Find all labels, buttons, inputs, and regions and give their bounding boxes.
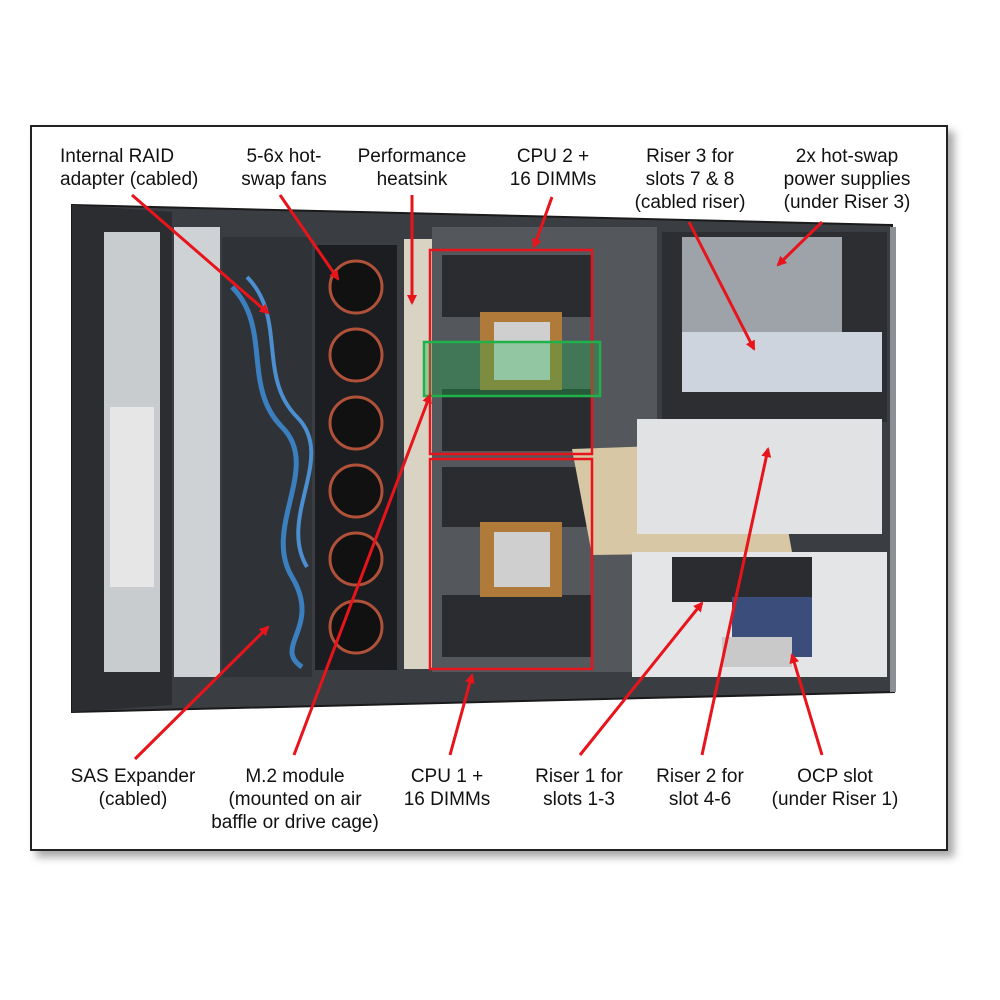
m2-highlight-box [422, 340, 602, 398]
ocp-arrow [789, 653, 824, 756]
label-sas-expander: SAS Expander(cabled) [70, 766, 196, 810]
server-photo [71, 203, 896, 714]
label-cpu2: CPU 2 +16 DIMMs [509, 146, 597, 190]
riser2-arrow [700, 447, 772, 756]
riser3-arrow [687, 221, 756, 351]
raid-arrow [131, 193, 270, 315]
psu-arrow [776, 220, 824, 267]
server-diagram [71, 193, 896, 761]
cpu2-arrow [532, 196, 554, 249]
fans-arrow [278, 194, 340, 281]
label-cpu1: CPU 1 +16 DIMMs [403, 766, 491, 810]
riser1-arrow [578, 601, 704, 756]
fan-group [328, 259, 384, 655]
cpu1-arrow [448, 673, 475, 756]
cpu2-highlight-box [428, 248, 594, 456]
sas-arrow [133, 625, 270, 761]
m2-arrow [292, 393, 432, 756]
label-ocp: OCP slot(under Riser 1) [771, 766, 899, 810]
label-fans: 5-6x hot-swap fans [241, 146, 327, 190]
cpu1-highlight-box [428, 457, 594, 671]
